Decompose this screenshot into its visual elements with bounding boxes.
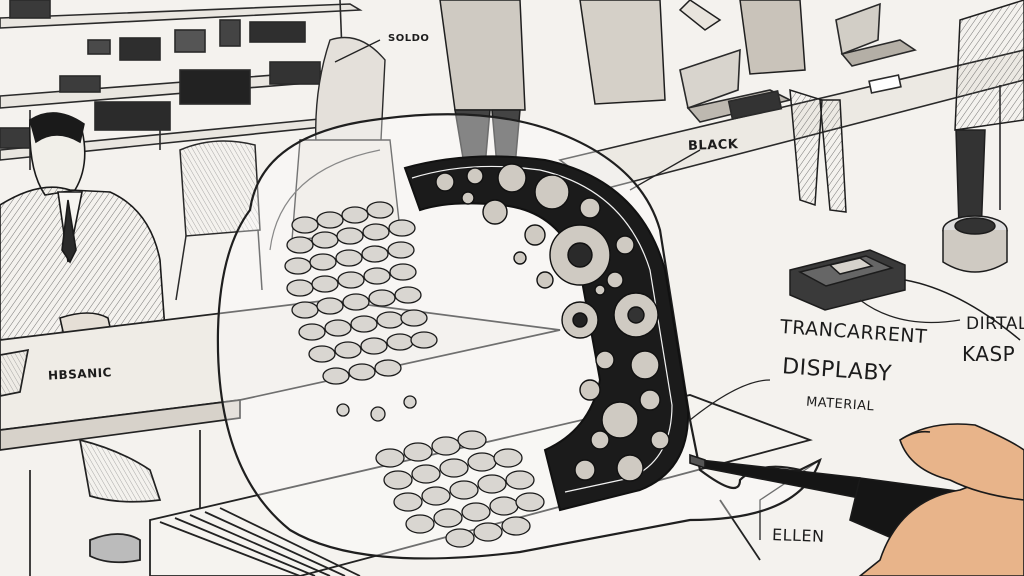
hand-with-pen: [689, 423, 1024, 576]
label-dirtal: DIRTAL: [966, 314, 1024, 334]
background-people: [439, 0, 1024, 263]
seated-man: [0, 112, 166, 346]
gadget-device: [789, 215, 1021, 341]
label-black: BLACK: [687, 137, 739, 154]
background-shelves: [0, 0, 363, 170]
label-ellen: ELLEN: [771, 525, 825, 546]
label-hbsanic: HBSANIC: [47, 365, 113, 383]
label-kasp: KASP: [962, 342, 1016, 366]
label-soldo: SOLDO: [388, 33, 430, 44]
bracelet-bead-band: [284, 201, 545, 548]
background-chair: [175, 140, 263, 301]
bracelet-main-band: [403, 155, 690, 512]
